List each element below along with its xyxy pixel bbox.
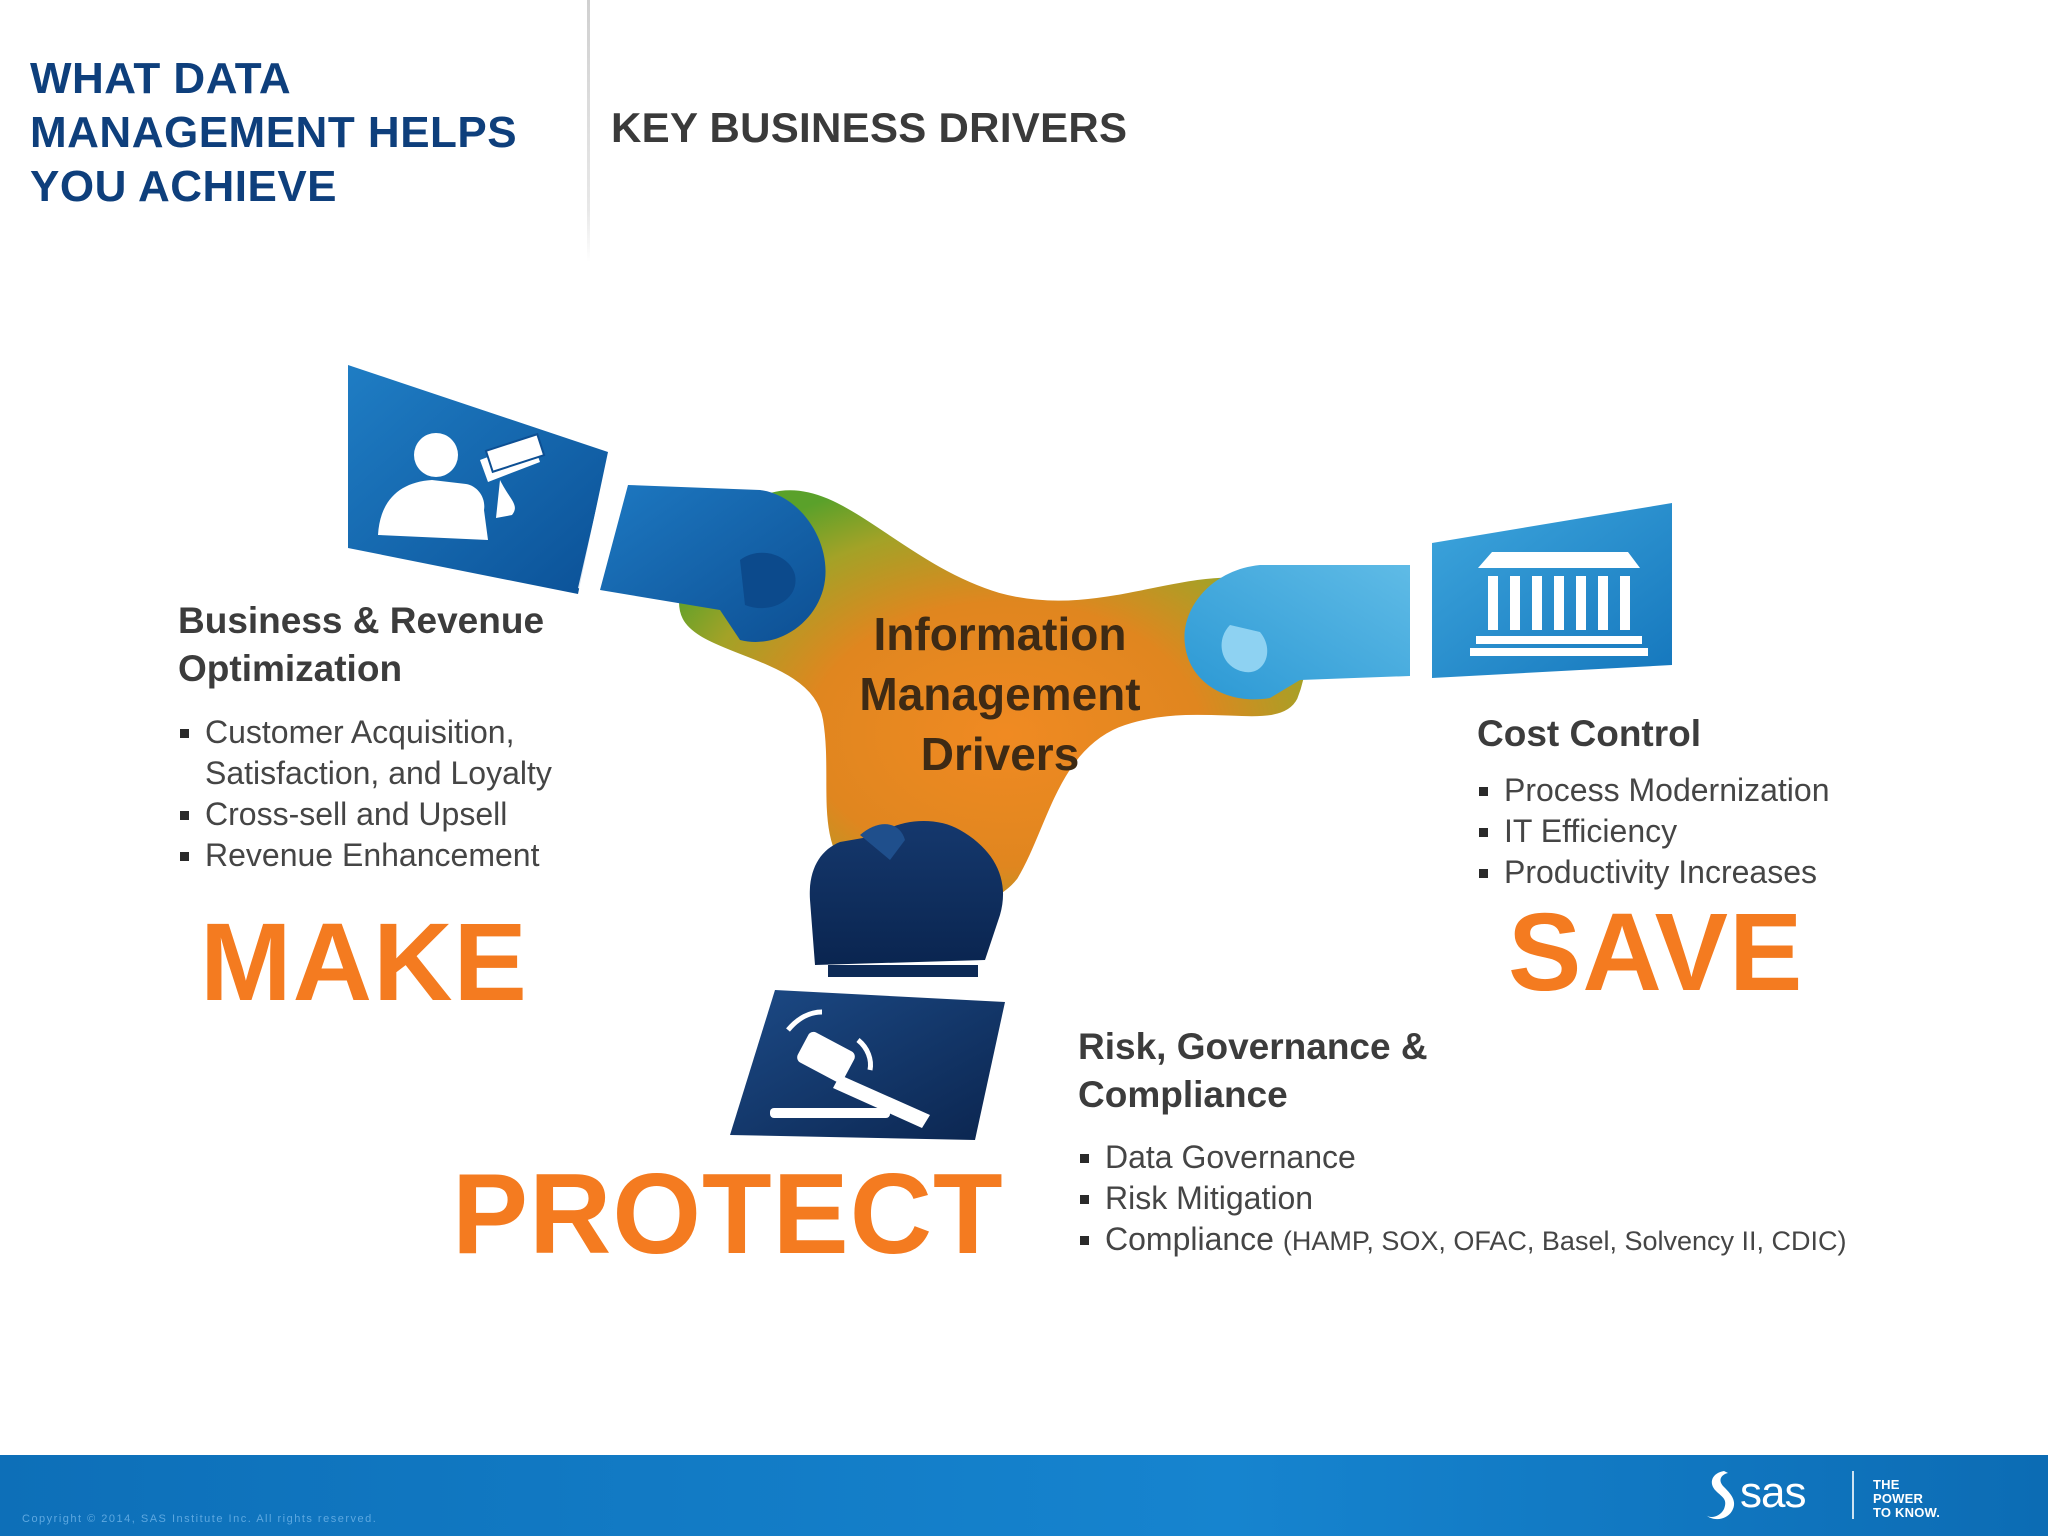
tagline: THE POWER TO KNOW. <box>1873 1478 1940 1520</box>
make-heading: Business & Revenue Optimization <box>178 597 544 693</box>
make-heading-line: Optimization <box>178 648 403 689</box>
list-item: Revenue Enhancement <box>178 835 552 876</box>
list-item: Process Modernization <box>1477 770 1829 811</box>
save-heading: Cost Control <box>1477 713 1702 754</box>
protect-panel <box>730 990 1005 1140</box>
list-item: Compliance (HAMP, SOX, OFAC, Basel, Solv… <box>1078 1219 1847 1262</box>
make-word: MAKE <box>200 901 528 1024</box>
make-hand <box>348 365 826 642</box>
protect-hand <box>730 820 1005 1140</box>
header-divider <box>587 0 590 262</box>
gavel-icon <box>770 1009 930 1128</box>
bank-building-icon <box>1470 552 1648 656</box>
protect-heading-line: Compliance <box>1078 1074 1288 1115</box>
protect-heading-line: Risk, Governance & <box>1078 1026 1428 1067</box>
footer-bar <box>0 1455 2048 1536</box>
save-bullet-list: Process Modernization IT Efficiency Prod… <box>1477 770 1829 893</box>
save-word: SAVE <box>1508 891 1804 1014</box>
list-item: Productivity Increases <box>1477 852 1829 893</box>
save-panel <box>1432 503 1672 678</box>
compliance-label: Compliance <box>1105 1221 1274 1257</box>
sas-swoosh-icon <box>1706 1471 1735 1520</box>
center-label-line: Drivers <box>921 728 1080 780</box>
sas-logo: sas <box>1706 1468 1854 1520</box>
protect-word: PROTECT <box>452 1151 1004 1278</box>
list-item-continuation: Satisfaction, and Loyalty <box>205 755 552 791</box>
tagline-line: THE <box>1873 1477 1900 1492</box>
businessman-with-money-icon <box>378 432 546 540</box>
make-panel <box>348 365 608 594</box>
sas-logo-text: sas <box>1740 1468 1805 1517</box>
page-title: WHAT DATA MANAGEMENT HELPS YOU ACHIEVE <box>30 52 590 214</box>
make-heading-line: Business & Revenue <box>178 600 545 641</box>
make-bullet-list: Customer Acquisition, Satisfaction, and … <box>178 712 552 876</box>
page-title-line: WHAT DATA <box>30 54 292 103</box>
save-hand <box>1184 503 1672 700</box>
page-title-line: YOU ACHIEVE <box>30 162 338 211</box>
list-item: Data Governance <box>1078 1137 1847 1178</box>
page-title-line: MANAGEMENT HELPS <box>30 108 518 157</box>
information-blob <box>673 484 1313 917</box>
list-item: Risk Mitigation <box>1078 1178 1847 1219</box>
tagline-line: POWER <box>1873 1491 1924 1506</box>
section-title: KEY BUSINESS DRIVERS <box>611 104 1128 151</box>
protect-heading: Risk, Governance & Compliance <box>1078 1023 1428 1119</box>
tagline-line: TO KNOW. <box>1873 1505 1941 1520</box>
list-item: Customer Acquisition, <box>178 712 552 753</box>
center-label-line: Management <box>859 668 1140 720</box>
center-label-line: Information <box>874 608 1127 660</box>
list-item: Cross-sell and Upsell <box>178 794 552 835</box>
compliance-detail: (HAMP, SOX, OFAC, Basel, Solvency II, CD… <box>1282 1226 1847 1256</box>
copyright-text: Copyright © 2014, SAS Institute Inc. All… <box>22 1513 378 1525</box>
list-item: IT Efficiency <box>1477 811 1829 852</box>
protect-bullet-list: Data Governance Risk Mitigation Complian… <box>1078 1137 1847 1262</box>
